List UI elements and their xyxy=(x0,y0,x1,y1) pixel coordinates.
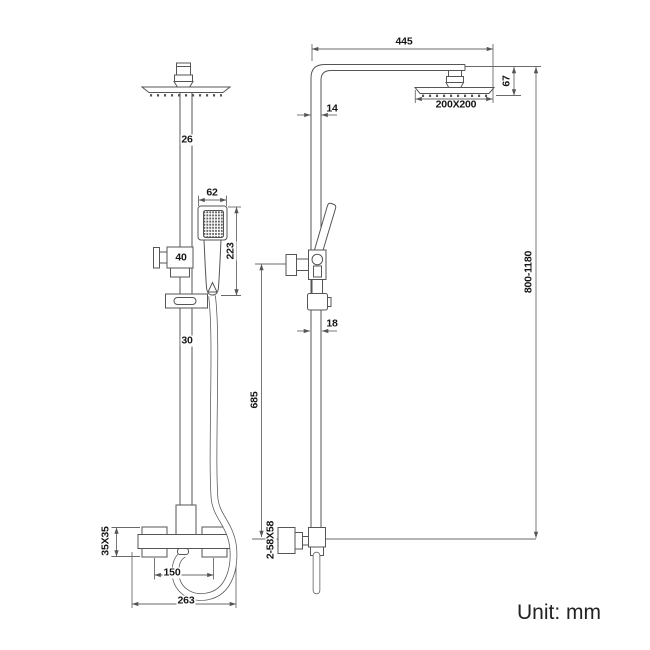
hand-shower-holder-side xyxy=(285,202,337,294)
side-riser-and-arm xyxy=(310,64,466,527)
mixer-valve-side xyxy=(277,527,326,556)
dim-inlet-spacing-150: 150 xyxy=(162,566,182,579)
dim-head-drop-67: 67 xyxy=(500,75,513,87)
dim-handshower-length-223: 223 xyxy=(224,241,237,261)
slider-bracket-front xyxy=(165,293,208,309)
dim-pipe-upper-26: 26 xyxy=(180,133,194,146)
dim-height-685: 685 xyxy=(248,390,261,410)
side-head-connector xyxy=(445,70,465,89)
dim-valve-width-263: 263 xyxy=(176,594,196,607)
diverter-bracket-front xyxy=(153,246,194,278)
dim-total-height-800-1180: 800-1180 xyxy=(522,249,535,295)
dim-bracket-40: 40 xyxy=(175,251,187,264)
dim-arm-pipe-14: 14 xyxy=(326,102,338,115)
rain-shower-head-front xyxy=(140,86,232,97)
dim-pipe-lower-30: 30 xyxy=(180,334,194,347)
dim-pipe-18: 18 xyxy=(326,317,338,330)
dim-head-size-200x200: 200X200 xyxy=(434,98,478,111)
dim-arm-reach-445: 445 xyxy=(395,35,413,48)
slider-bracket-side xyxy=(307,293,332,311)
front-view xyxy=(137,62,238,601)
hose-outlet-front xyxy=(177,548,189,555)
dim-handshower-width-62: 62 xyxy=(206,186,218,199)
front-riser-pipe xyxy=(179,92,193,535)
pipe-coupling-front xyxy=(175,504,197,536)
unit-note: Unit: mm xyxy=(517,601,601,624)
dim-plates-2-58x58: 2-58X58 xyxy=(264,519,277,561)
side-view xyxy=(277,64,496,595)
rain-shower-head-side xyxy=(413,87,496,98)
dim-escutcheon-35x35: 35X35 xyxy=(99,525,112,557)
front-head-connector xyxy=(173,62,194,89)
hand-shower-front xyxy=(197,205,228,296)
